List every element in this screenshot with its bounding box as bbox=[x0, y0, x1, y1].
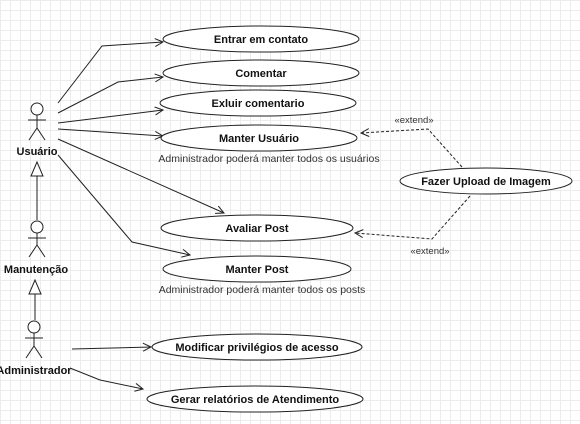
usecase-comentar-label: Comentar bbox=[235, 68, 287, 80]
extend-relations bbox=[355, 129, 471, 240]
usecase-manter-usuario-label: Manter Usuário bbox=[219, 133, 299, 145]
actor-usuario-label: Usuário bbox=[17, 146, 58, 158]
associations-administrador bbox=[69, 347, 151, 389]
usecase-modificar-privilegios[interactable]: Modificar privilégios de acesso bbox=[151, 333, 363, 361]
usecase-manter-post-label: Manter Post bbox=[226, 264, 289, 276]
actor-administrador-figure bbox=[25, 320, 43, 359]
usecase-comentar[interactable]: Comentar bbox=[162, 59, 360, 87]
actor-manutencao-label: Manutenção bbox=[4, 264, 68, 276]
usecase-entrar-contato[interactable]: Entrar em contato bbox=[162, 25, 360, 53]
usecase-avaliar-post-label: Avaliar Post bbox=[225, 223, 289, 235]
usecase-gerar-relatorios[interactable]: Gerar relatórios de Atendimento bbox=[146, 385, 364, 413]
usecase-gerar-relatorios-label: Gerar relatórios de Atendimento bbox=[171, 394, 340, 406]
note-manter-usuario: Administrador poderá manter todos os usu… bbox=[158, 153, 379, 165]
usecase-excluir-comentario-label: Exluir comentario bbox=[212, 98, 305, 110]
actor-manutencao[interactable]: Manutenção bbox=[4, 220, 68, 276]
generalization-manutencao-usuario bbox=[30, 160, 44, 220]
usecase-modificar-privilegios-label: Modificar privilégios de acesso bbox=[175, 342, 339, 354]
usecase-avaliar-post[interactable]: Avaliar Post bbox=[160, 214, 354, 242]
note-manter-post: Administrador poderá manter todos os pos… bbox=[159, 284, 366, 296]
actor-manutencao-figure bbox=[28, 220, 46, 258]
usecase-entrar-contato-label: Entrar em contato bbox=[214, 34, 308, 46]
usecase-manter-post[interactable]: Manter Post bbox=[162, 255, 352, 283]
usecase-fazer-upload[interactable]: Fazer Upload de Imagem bbox=[399, 167, 573, 195]
extend-label-2: «extend» bbox=[410, 246, 449, 257]
actor-administrador[interactable]: Administrador bbox=[0, 320, 72, 377]
actor-usuario[interactable]: Usuário bbox=[17, 102, 58, 158]
usecase-manter-usuario[interactable]: Manter Usuário bbox=[160, 124, 358, 152]
associations-usuario bbox=[57, 42, 224, 255]
actor-administrador-label: Administrador bbox=[0, 365, 72, 377]
generalization-administrador-manutencao bbox=[28, 278, 42, 320]
actor-usuario-figure bbox=[28, 102, 46, 141]
usecase-excluir-comentario[interactable]: Exluir comentario bbox=[159, 89, 357, 117]
extend-label-1: «extend» bbox=[394, 115, 433, 126]
usecase-fazer-upload-label: Fazer Upload de Imagem bbox=[421, 176, 551, 188]
